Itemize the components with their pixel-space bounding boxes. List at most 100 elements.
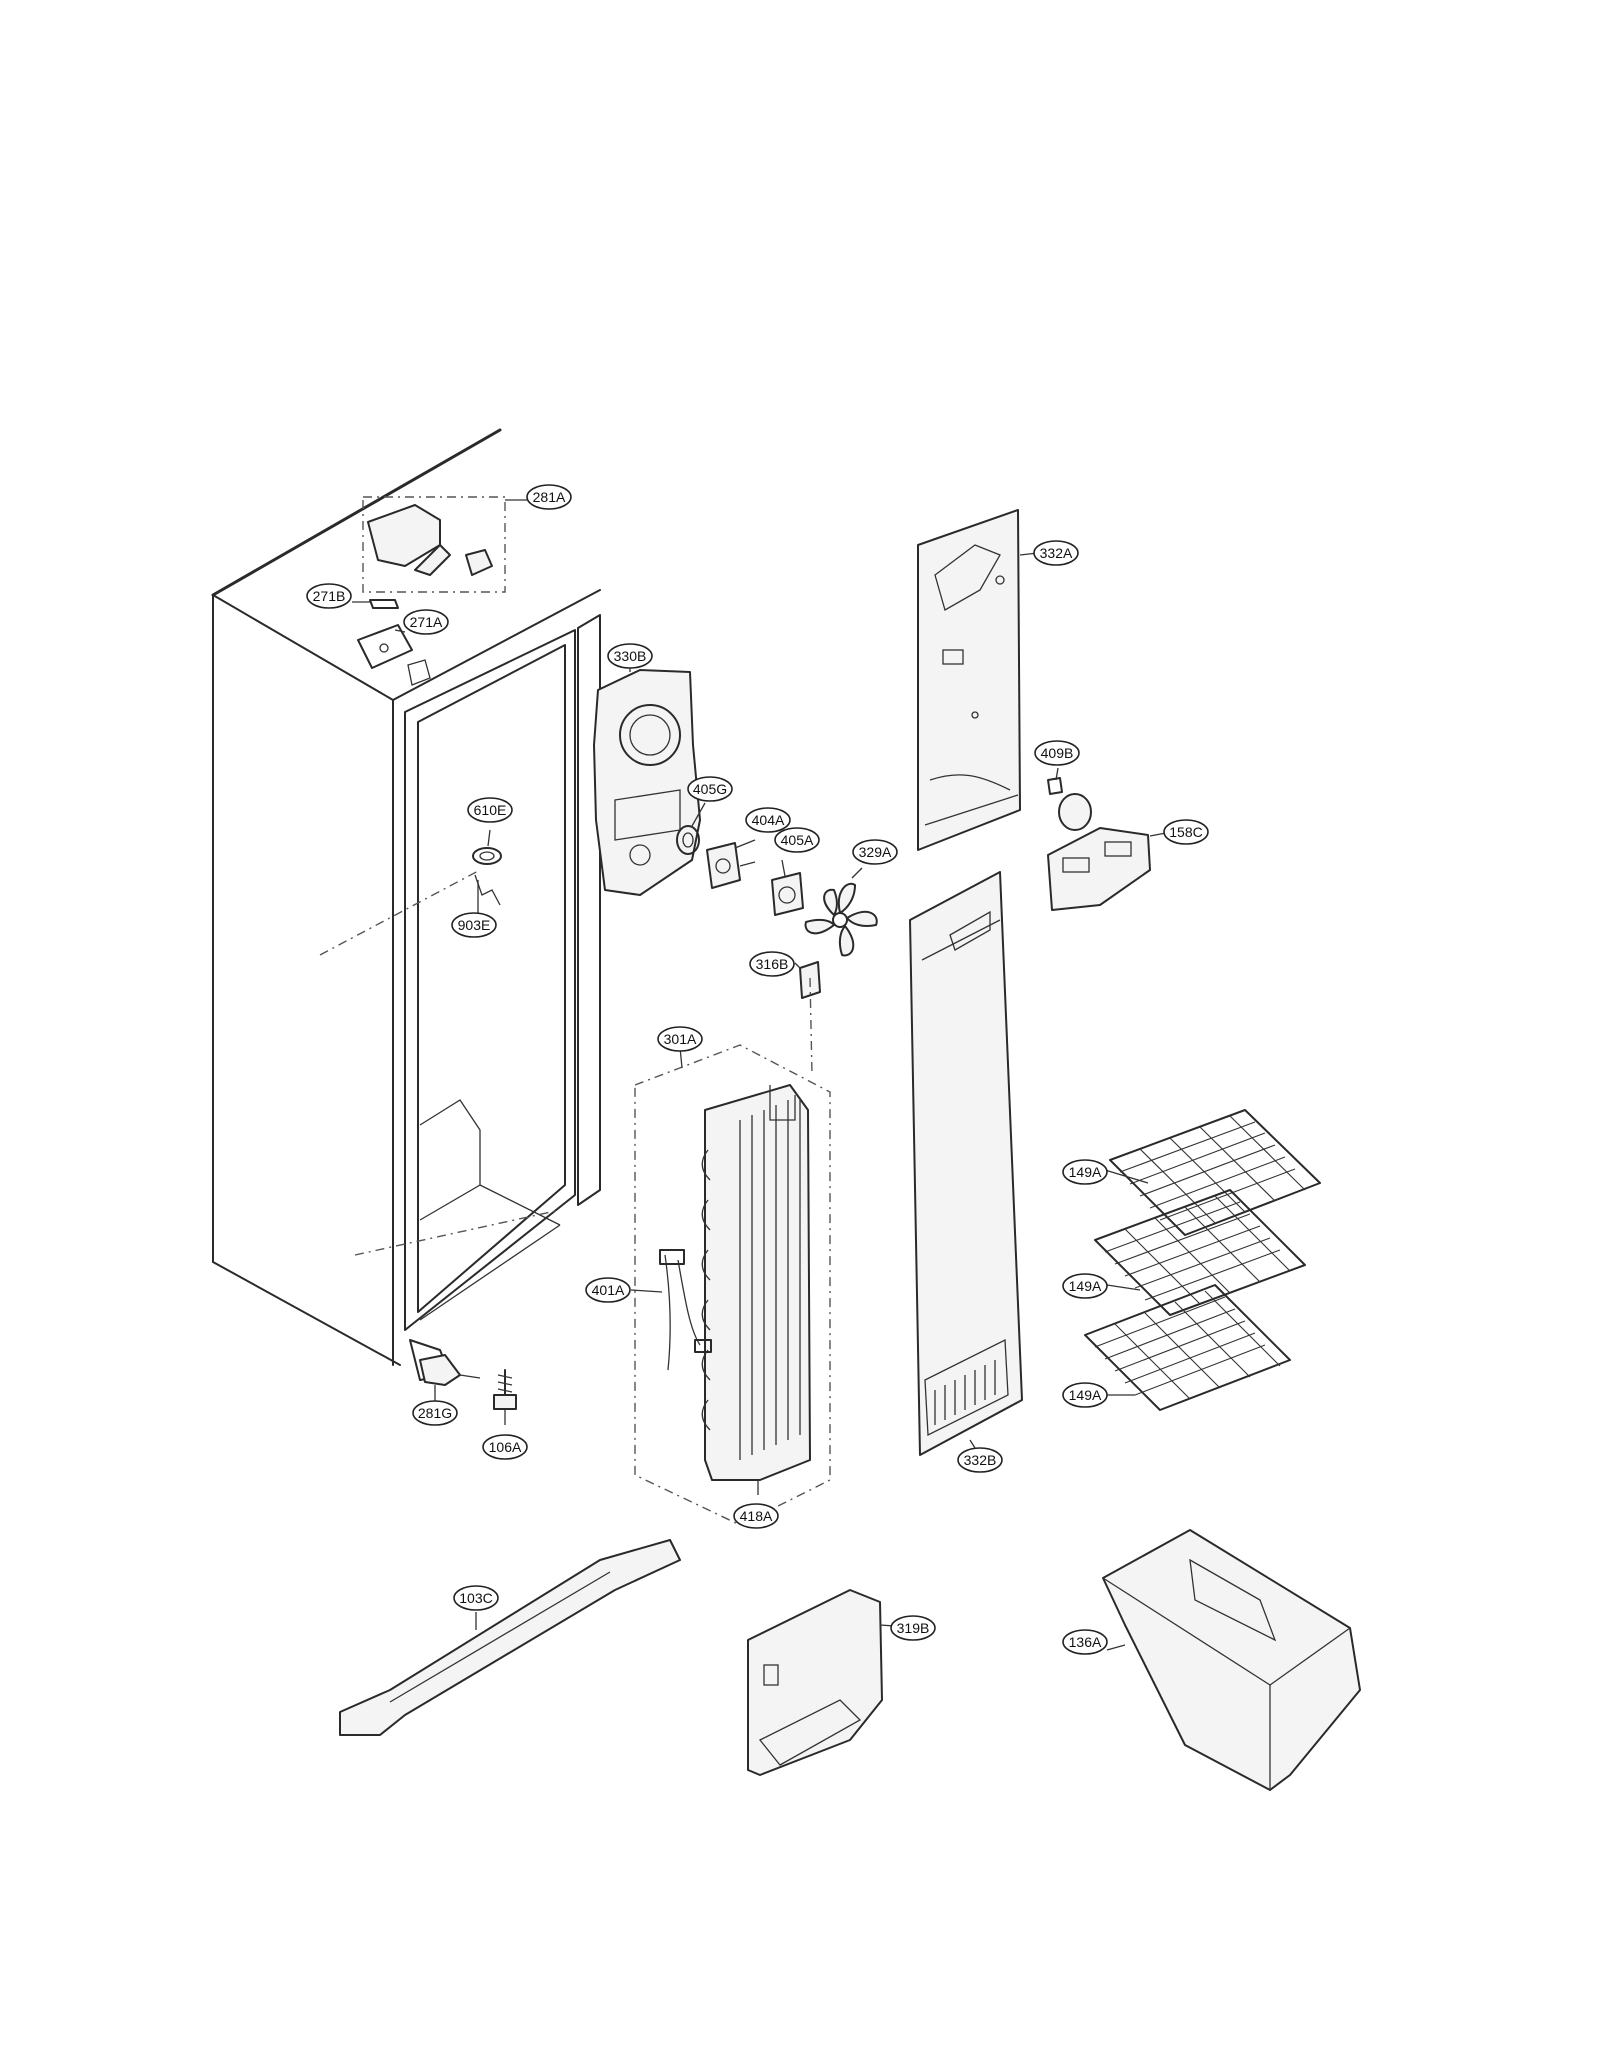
callout-404a: 404A (745, 807, 791, 833)
part-158C-lamp-cover (1047, 827, 1167, 911)
part-316B (794, 961, 821, 999)
callout-oval (585, 1277, 631, 1303)
callout-label: 409B (1041, 745, 1074, 761)
part-329A-fan-blade (804, 867, 878, 957)
part-319B-cover (747, 1589, 896, 1776)
callout-label: 281A (533, 489, 566, 505)
part-903E (474, 874, 501, 916)
callout-oval (1034, 740, 1080, 766)
part-136A-bin (1102, 1529, 1361, 1791)
callout-301a: 301A (657, 1026, 703, 1052)
cabinet-body (211, 428, 601, 1381)
callout-label: 418A (740, 1508, 773, 1524)
callout-label: 149A (1069, 1278, 1102, 1294)
callout-158c: 158C (1163, 819, 1209, 845)
callout-oval (687, 776, 733, 802)
callout-oval (412, 1400, 458, 1426)
part-149A-shelf-3 (1084, 1284, 1291, 1411)
callout-oval (733, 1503, 779, 1529)
callout-oval (749, 951, 795, 977)
callout-oval (1163, 819, 1209, 845)
callout-332b: 332B (957, 1447, 1003, 1473)
callout-oval (607, 643, 653, 669)
callout-271b: 271B (306, 583, 352, 609)
callout-label: 149A (1069, 1164, 1102, 1180)
callout-label: 332B (964, 1452, 997, 1468)
callout-136a: 136A (1062, 1629, 1108, 1655)
part-103C-rail (339, 1539, 681, 1736)
callout-oval (403, 609, 449, 635)
callout-316b: 316B (749, 951, 795, 977)
callout-149a: 149A (1062, 1273, 1108, 1299)
callout-label: 319B (897, 1620, 930, 1636)
callout-405a: 405A (774, 827, 820, 853)
part-332B-lower-panel (909, 871, 1023, 1456)
part-281A-assembly (362, 496, 530, 593)
callout-label: 281G (418, 1405, 452, 1421)
callout-149a: 149A (1062, 1382, 1108, 1408)
callout-oval (526, 484, 572, 510)
callout-label: 332A (1040, 545, 1073, 561)
callout-label: 271A (410, 614, 443, 630)
part-330B-fan-shroud (593, 656, 701, 896)
callout-106a: 106A (482, 1434, 528, 1460)
part-149A-shelf-2 (1094, 1189, 1306, 1316)
callout-label: 271B (313, 588, 346, 604)
callout-oval (890, 1615, 936, 1641)
callout-label: 136A (1069, 1634, 1102, 1650)
callout-label: 330B (614, 648, 647, 664)
callout-271a: 271A (403, 609, 449, 635)
callout-oval (657, 1026, 703, 1052)
callout-319b: 319B (890, 1615, 936, 1641)
callout-405g: 405G (687, 776, 733, 802)
part-405A (771, 859, 804, 916)
callout-label: 329A (859, 844, 892, 860)
part-418A-evaporator-coil (701, 1084, 811, 1495)
callout-oval (1062, 1159, 1108, 1185)
part-404A-fan-motor (706, 839, 756, 889)
callout-oval (957, 1447, 1003, 1473)
callout-oval (1033, 540, 1079, 566)
callout-label: 158C (1169, 824, 1202, 840)
callout-label: 103C (459, 1590, 492, 1606)
callout-oval (467, 797, 513, 823)
callout-401a: 401A (585, 1277, 631, 1303)
part-281G (419, 1354, 481, 1405)
callout-oval (453, 1585, 499, 1611)
part-271B (352, 599, 399, 609)
callout-oval (852, 839, 898, 865)
callout-label: 405G (693, 781, 727, 797)
callout-label: 316B (756, 956, 789, 972)
callout-418a: 418A (733, 1503, 779, 1529)
callout-label: 903E (458, 917, 491, 933)
callout-903e: 903E (451, 912, 497, 938)
callout-281g: 281G (412, 1400, 458, 1426)
callout-oval (1062, 1273, 1108, 1299)
callout-149a: 149A (1062, 1159, 1108, 1185)
callout-label: 301A (664, 1031, 697, 1047)
callout-label: 610E (474, 802, 507, 818)
callout-oval (306, 583, 352, 609)
part-332A-upper-panel (917, 509, 1039, 851)
part-610E (472, 829, 502, 865)
callout-label: 405A (781, 832, 814, 848)
callout-103c: 103C (453, 1585, 499, 1611)
part-405G (676, 802, 706, 855)
callout-label: 149A (1069, 1387, 1102, 1403)
callout-label: 106A (489, 1439, 522, 1455)
part-149A-shelf-1 (1104, 1109, 1321, 1236)
callout-label: 401A (592, 1282, 625, 1298)
part-409B-lamp (1047, 767, 1092, 831)
part-271A (394, 629, 406, 633)
callout-281a: 281A (526, 484, 572, 510)
callout-oval (451, 912, 497, 938)
callout-oval (1062, 1629, 1108, 1655)
part-401A-harness (630, 1249, 712, 1371)
callout-oval (774, 827, 820, 853)
callout-oval (482, 1434, 528, 1460)
part-106A (493, 1369, 517, 1425)
callout-330b: 330B (607, 643, 653, 669)
